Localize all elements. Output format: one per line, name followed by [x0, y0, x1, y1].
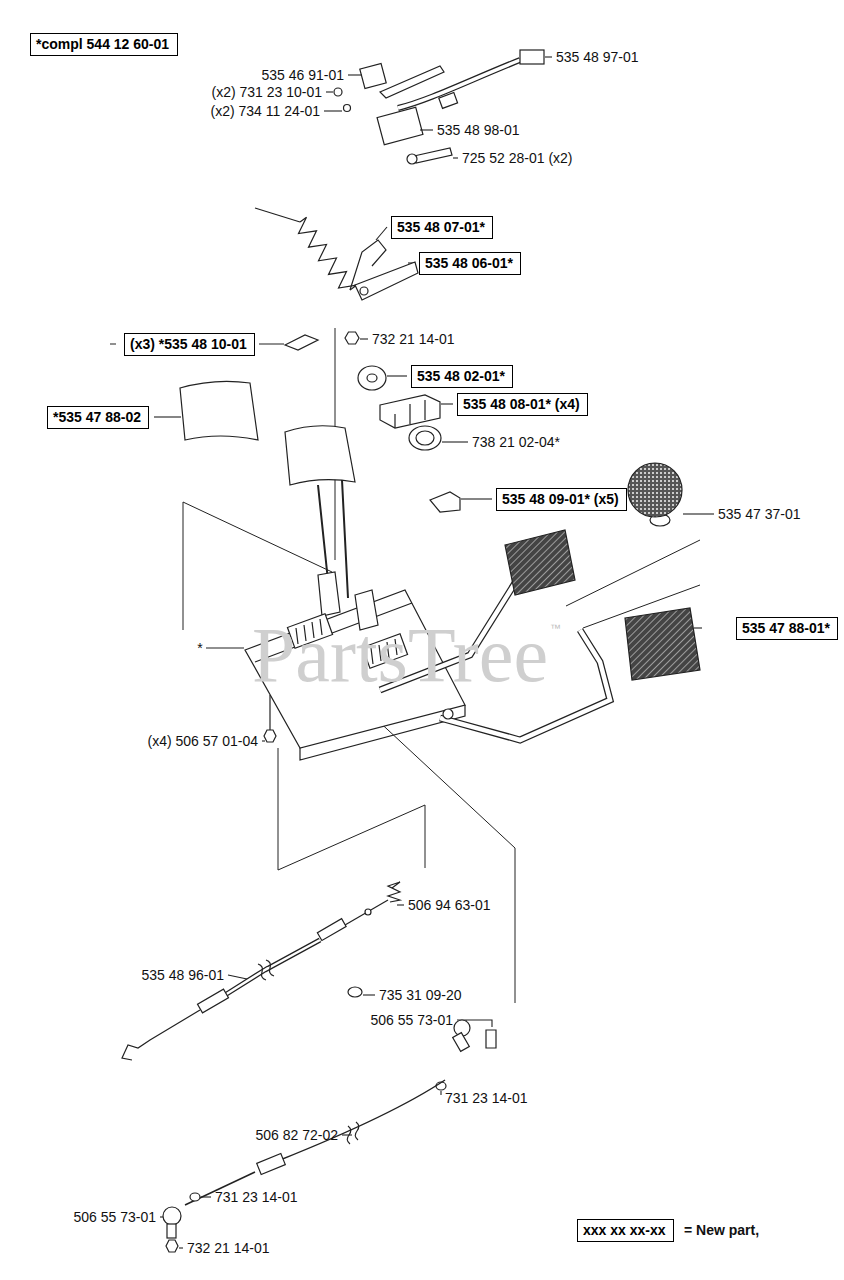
part-number: xxx xx xx-xx: [583, 1221, 668, 1239]
part-number: 731 23 14-01: [215, 1189, 298, 1205]
new-part-box: 535 48 06-01*: [419, 252, 521, 275]
part-number: 732 21 14-01: [372, 331, 455, 347]
part-number: 535 48 02-01*: [417, 367, 507, 385]
legend-note: = New part,: [684, 1222, 759, 1238]
new-part-box: (x3) *535 48 10-01: [124, 333, 255, 356]
part-number: (x3) *535 48 10-01: [130, 335, 249, 353]
part-number: 732 21 14-01: [187, 1240, 270, 1256]
part-number: 725 52 28-01 (x2): [462, 150, 573, 166]
part-number: 506 94 63-01: [408, 897, 491, 913]
part-number: (x4) 506 57 01-04: [147, 733, 258, 749]
part-number: (x2) 731 23 10-01: [211, 84, 322, 100]
part-number: 535 48 08-01* (x4): [463, 395, 582, 413]
part-number: 535 48 06-01*: [425, 254, 515, 272]
part-number: 535 48 07-01*: [397, 218, 487, 236]
part-number: 535 47 37-01: [718, 506, 801, 522]
legend-sample-box: xxx xx xx-xx: [577, 1219, 674, 1242]
part-number: *535 47 88-02: [53, 408, 143, 426]
new-part-box: *535 47 88-02: [47, 406, 149, 429]
part-number: 535 48 09-01* (x5): [502, 490, 621, 508]
cables: [122, 882, 496, 1252]
part-number: (x2) 734 11 24-01: [211, 103, 320, 119]
kit-number-box: *compl 544 12 60-01: [30, 33, 178, 56]
small-parts: [285, 332, 460, 512]
part-number: 738 21 02-04*: [472, 434, 560, 450]
part-number: 535 47 88-01*: [742, 619, 832, 637]
new-part-box: 535 48 02-01*: [411, 365, 513, 388]
part-number: 506 55 73-01: [370, 1012, 453, 1028]
part-number: *compl 544 12 60-01: [36, 35, 172, 53]
watermark: PartsTree: [252, 615, 548, 695]
part-number: 735 31 09-20: [379, 987, 462, 1003]
part-number: 535 48 98-01: [437, 122, 520, 138]
part-number: 506 55 73-01: [73, 1209, 156, 1225]
switch-assembly: [334, 50, 544, 164]
pedal-assembly: [245, 480, 610, 760]
part-number: 535 46 91-01: [261, 67, 344, 83]
part-number: 506 82 72-02: [255, 1127, 338, 1143]
frame-lines: [183, 328, 700, 1003]
trademark-mark: ™: [550, 622, 561, 634]
new-part-box: 535 47 88-01*: [736, 617, 838, 640]
new-part-box: 535 48 07-01*: [391, 216, 493, 239]
leader-lines: [110, 57, 714, 1248]
asterisk-mark: *: [197, 640, 202, 656]
new-part-box: 535 48 09-01* (x5): [496, 488, 627, 511]
part-number: 535 48 96-01: [141, 967, 224, 983]
part-number: 535 48 97-01: [556, 49, 639, 65]
part-number: 731 23 14-01: [445, 1090, 528, 1106]
new-part-box: 535 48 08-01* (x4): [457, 393, 588, 416]
